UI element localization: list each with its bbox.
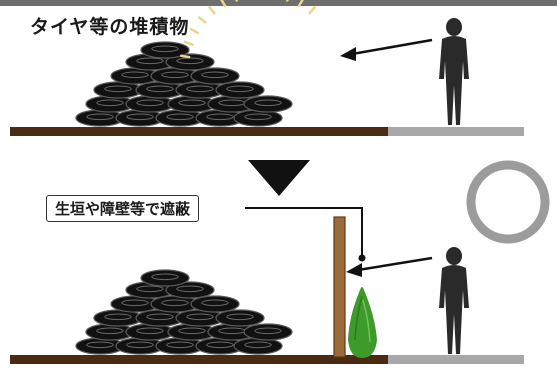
ground-dark-top <box>10 127 388 136</box>
sight-arrow-bottom <box>346 256 433 277</box>
callout-shielding-label: 生垣や障壁等で遮蔽 <box>46 195 200 222</box>
person-silhouette-icon <box>439 18 469 125</box>
callout-leader-line <box>245 207 363 258</box>
wall-icon <box>333 216 346 358</box>
down-arrow-icon <box>248 160 310 196</box>
sight-arrow-top <box>340 38 433 61</box>
top-panel <box>10 0 524 136</box>
tire-pile-icon <box>75 269 293 355</box>
ground-dark-bottom <box>10 355 388 364</box>
ground-grey-top <box>388 127 524 136</box>
person-silhouette-icon <box>439 247 469 354</box>
bottom-panel <box>10 160 550 364</box>
caption-tire-pile: タイヤ等の堆積物 <box>30 16 190 38</box>
ground-grey-bottom <box>388 355 524 364</box>
callout-leader-dot <box>358 254 366 262</box>
top-border-bar <box>0 0 557 6</box>
tire-pile-icon <box>75 41 293 127</box>
shrub-icon <box>348 287 377 358</box>
sun-ring-icon <box>466 160 550 244</box>
glare-arc-icon <box>179 0 316 59</box>
